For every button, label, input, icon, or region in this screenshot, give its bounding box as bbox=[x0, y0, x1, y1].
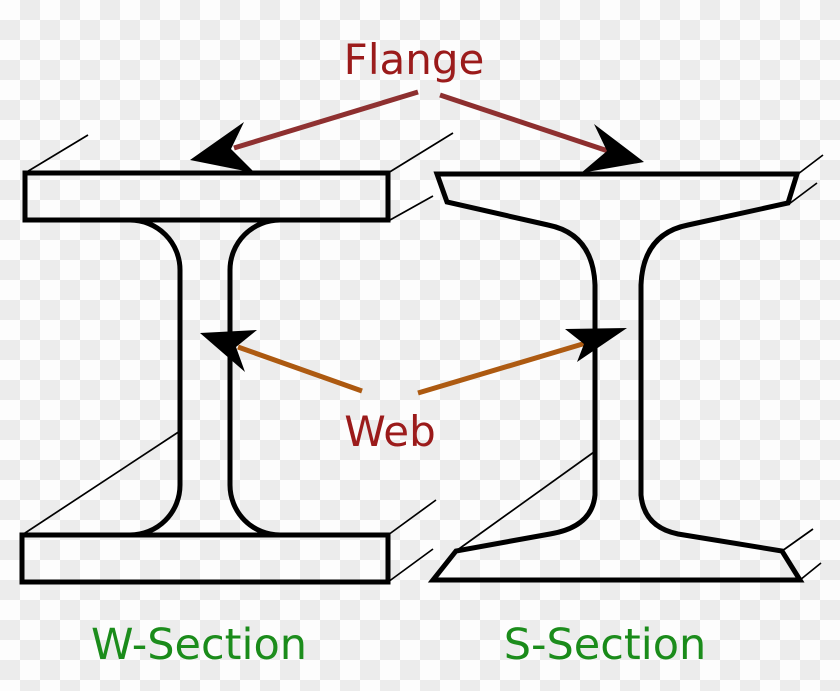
s-section-label: S-Section bbox=[504, 620, 707, 670]
web-arrowhead-left-icon bbox=[200, 330, 257, 372]
w-section-label: W-Section bbox=[91, 620, 307, 670]
flange-arrowhead-left-icon bbox=[190, 122, 255, 173]
flange-label: Flange bbox=[344, 35, 485, 84]
w-bottom-flange bbox=[19, 532, 391, 585]
web-leader-right bbox=[417, 340, 587, 396]
w-section-shape bbox=[19, 132, 454, 585]
s-outline bbox=[427, 171, 805, 583]
flange-leader-left bbox=[233, 89, 419, 151]
web-leader-left bbox=[237, 344, 363, 394]
web-label: Web bbox=[344, 407, 436, 456]
web-callout: Web bbox=[200, 328, 627, 456]
flange-callout: Flange bbox=[190, 35, 644, 173]
s-section-shape bbox=[427, 154, 824, 583]
s-depth-lines bbox=[455, 154, 824, 581]
w-top-flange bbox=[22, 170, 391, 223]
web-arrowhead-right-icon bbox=[565, 328, 627, 362]
flange-arrowhead-right-icon bbox=[581, 124, 644, 173]
flange-leader-right bbox=[439, 92, 609, 154]
w-web bbox=[129, 217, 281, 538]
w-depth-lines bbox=[21, 132, 454, 583]
